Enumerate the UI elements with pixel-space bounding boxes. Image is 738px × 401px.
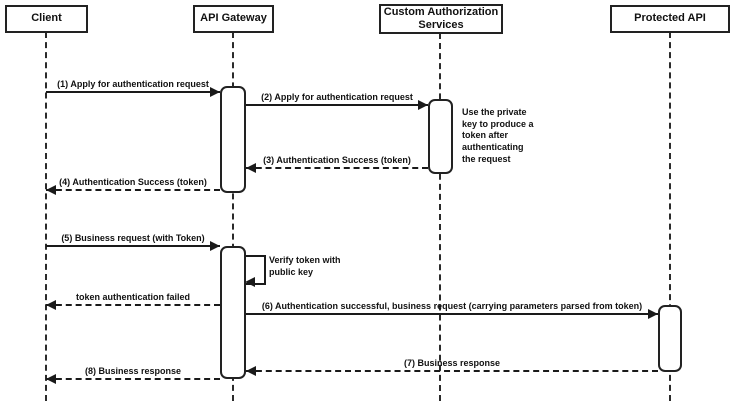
message-label: token authentication failed — [75, 292, 190, 302]
lifeline-api-gateway — [232, 32, 234, 401]
message-3-authentication-success: (3) Authentication Success (token) — [246, 155, 428, 173]
arrowhead — [648, 309, 658, 319]
lifeline-protected-api — [669, 32, 671, 401]
arrowhead — [46, 185, 56, 195]
participant-protected-api: Protected API — [610, 5, 730, 33]
message-line — [246, 370, 658, 372]
message-line — [246, 167, 428, 169]
arrowhead — [418, 100, 428, 110]
message-line — [46, 378, 220, 380]
message-line — [46, 304, 220, 306]
message-line — [46, 189, 220, 191]
message-label: (8) Business response — [84, 366, 182, 376]
message-line — [246, 104, 428, 106]
message-label: (5) Business request (with Token) — [61, 233, 205, 243]
message-label: (7) Business response — [403, 358, 501, 368]
arrowhead — [245, 277, 255, 287]
message-4-authentication-success: (4) Authentication Success (token) — [46, 177, 220, 195]
self-message-label: Verify token with public key — [269, 255, 341, 277]
lifeline-client — [45, 32, 47, 401]
message-label: (4) Authentication Success (token) — [59, 177, 207, 187]
participant-label: Protected API — [634, 12, 706, 25]
message-2-apply-authentication: (2) Apply for authentication request — [246, 92, 428, 110]
arrowhead — [246, 163, 256, 173]
message-line — [246, 313, 658, 315]
activation-protected-api — [658, 305, 682, 372]
arrowhead — [46, 374, 56, 384]
participant-client: Client — [5, 5, 88, 33]
message-6-authentication-successful-business-request: (6) Authentication successful, business … — [246, 301, 658, 319]
participant-custom-authorization-services: Custom Authorization Services — [379, 4, 503, 34]
message-1-apply-authentication: (1) Apply for authentication request — [46, 79, 220, 97]
message-5-business-request: (5) Business request (with Token) — [46, 233, 220, 251]
message-label: (1) Apply for authentication request — [57, 79, 209, 89]
activation-custom-authorization-services — [428, 99, 453, 174]
note-use-private-key: Use the private key to produce a token a… — [462, 107, 534, 164]
message-8-business-response: (8) Business response — [46, 366, 220, 384]
message-7-business-response: (7) Business response — [246, 358, 658, 376]
participant-api-gateway: API Gateway — [193, 5, 274, 33]
self-message-verify-token — [245, 255, 266, 287]
message-line — [46, 245, 220, 247]
message-line — [46, 91, 220, 93]
message-label: (6) Authentication successful, business … — [261, 301, 643, 311]
activation-api-gateway-1 — [220, 86, 246, 193]
message-label: (3) Authentication Success (token) — [263, 155, 411, 165]
lifeline-custom-authorization-services — [439, 33, 441, 401]
message-token-authentication-failed: token authentication failed — [46, 292, 220, 310]
arrowhead — [46, 300, 56, 310]
arrowhead — [210, 241, 220, 251]
participant-label: Custom Authorization Services — [383, 5, 499, 31]
participant-label: Client — [31, 12, 62, 25]
activation-api-gateway-2 — [220, 246, 246, 379]
arrowhead — [246, 366, 256, 376]
message-label: (2) Apply for authentication request — [261, 92, 413, 102]
arrowhead — [210, 87, 220, 97]
participant-label: API Gateway — [200, 12, 267, 25]
